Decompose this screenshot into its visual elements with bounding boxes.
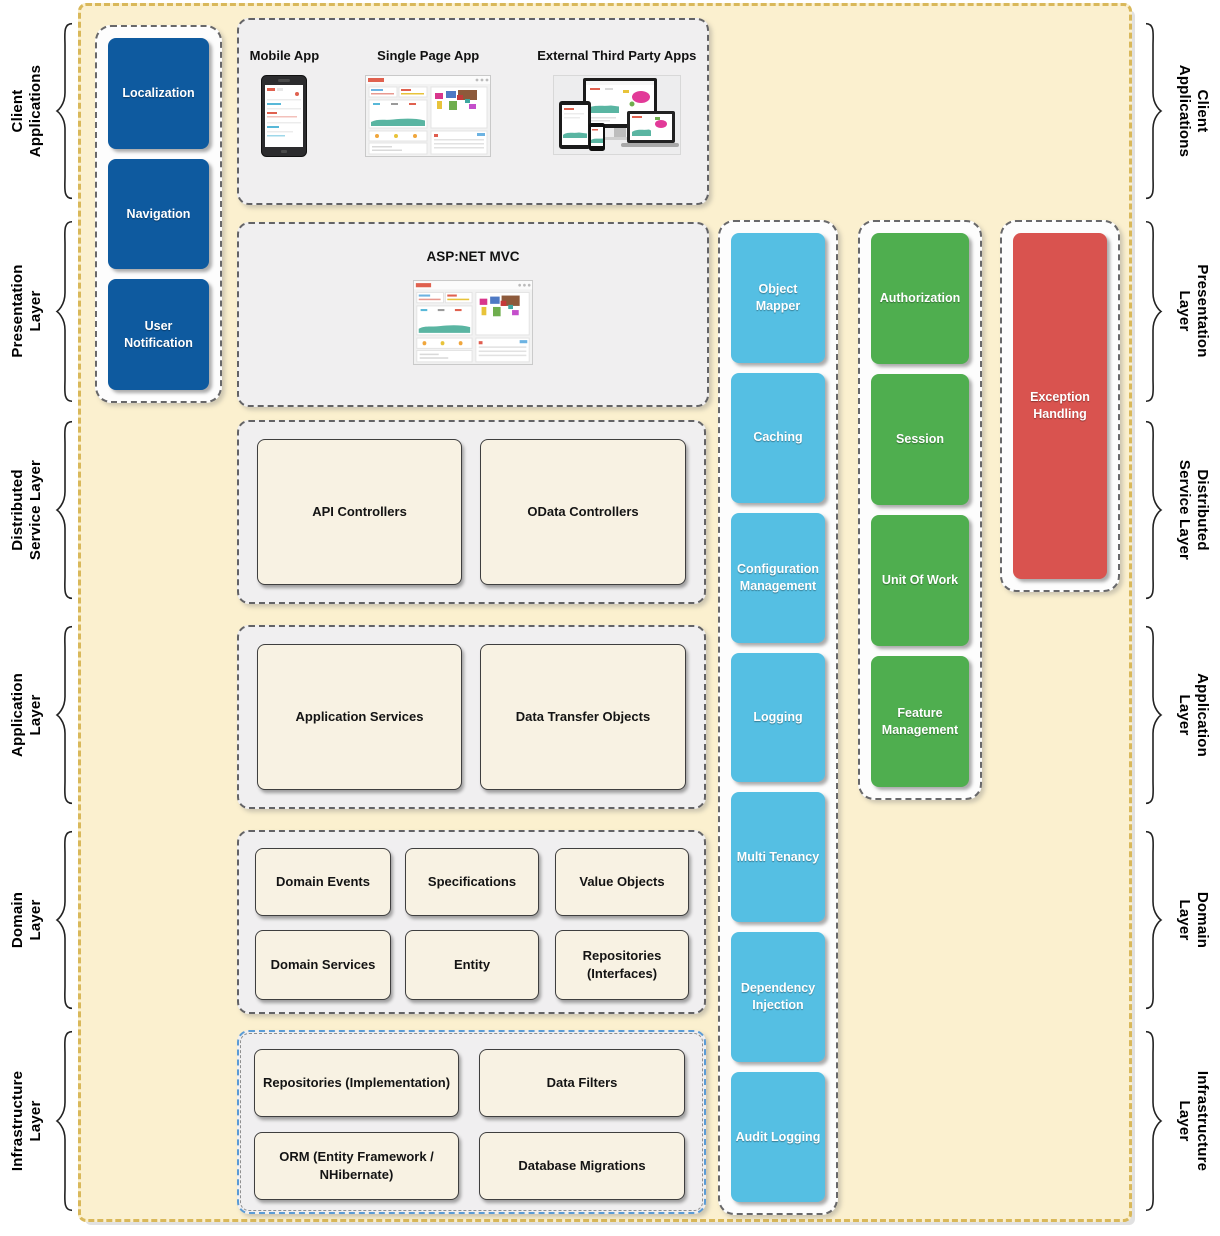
- right-brace-distributed-service-layer: [1140, 418, 1168, 602]
- box-authorization-label: Authorization: [879, 291, 961, 306]
- left-label-presentation-layer: Presentation Layer: [9, 264, 44, 358]
- right-label-infrastructure-layer: Infrastructure Layer: [1176, 1070, 1211, 1172]
- box-multi-tenancy: Multi Tenancy: [731, 792, 825, 923]
- box-audit-logging: Audit Logging: [731, 1072, 825, 1203]
- box-feature-management-label: Feature Management: [881, 705, 959, 737]
- infrastructure-panel: Repositories (Implementation) Data Filte…: [237, 1030, 706, 1214]
- presentation-sidebar-column: Localization Navigation User Notificatio…: [95, 25, 222, 403]
- box-dependency-injection-label: Dependency Injection: [740, 981, 816, 1013]
- box-navigation-label: Navigation: [126, 206, 191, 221]
- figure-mobile-app: Mobile App: [249, 48, 320, 157]
- right-brace-domain-layer: [1140, 828, 1168, 1012]
- left-brace-client-applications: [50, 20, 78, 202]
- box-domain-services: Domain Services: [255, 930, 391, 1000]
- aspnet-mvc-image: [413, 280, 533, 365]
- figure-external-third-party-apps: External Third Party Apps: [537, 48, 696, 155]
- box-exception-handling-label: Exception Handling: [1030, 390, 1090, 421]
- box-application-services: Application Services: [257, 644, 462, 790]
- external-third-party-apps-image: [552, 75, 681, 155]
- right-label-distributed-service-layer: Distributed Service Layer: [1176, 459, 1211, 561]
- box-authorization: Authorization: [871, 233, 969, 364]
- box-entity: Entity: [405, 930, 539, 1000]
- box-api-controllers: API Controllers: [257, 439, 462, 585]
- right-brace-infrastructure-layer: [1140, 1028, 1168, 1214]
- box-specifications: Specifications: [405, 848, 539, 916]
- left-brace-distributed-service-layer: [50, 418, 78, 602]
- presentation-title: ASP:NET MVC: [426, 249, 520, 264]
- crosscutting-column-cyan: Object Mapper Caching Configuration Mana…: [718, 220, 838, 1215]
- domain-panel: Domain Events Specifications Value Objec…: [237, 830, 706, 1014]
- left-label-domain-layer: Domain Layer: [9, 891, 44, 949]
- crosscutting-column-red: Exception Handling: [1000, 220, 1120, 592]
- box-configuration-management-label: Configuration Management: [737, 561, 819, 593]
- right-brace-application-layer: [1140, 623, 1168, 807]
- single-page-app-image: [365, 75, 492, 157]
- box-caching: Caching: [731, 372, 825, 503]
- left-label-distributed-service-layer: Distributed Service Layer: [9, 459, 44, 561]
- box-repositories-interfaces: Repositories (Interfaces): [555, 930, 689, 1000]
- application-panel: Application Services Data Transfer Objec…: [237, 625, 706, 809]
- right-label-domain-layer: Domain Layer: [1176, 891, 1211, 949]
- box-navigation: Navigation: [108, 158, 209, 270]
- left-brace-infrastructure-layer: [50, 1028, 78, 1214]
- box-data-transfer-objects: Data Transfer Objects: [480, 644, 686, 790]
- box-dependency-injection: Dependency Injection: [731, 932, 825, 1063]
- box-value-objects: Value Objects: [555, 848, 689, 916]
- presentation-panel: ASP:NET MVC: [237, 222, 709, 407]
- right-brace-client-applications: [1140, 20, 1168, 202]
- box-configuration-management: Configuration Management: [731, 512, 825, 643]
- right-label-application-layer: Application Layer: [1176, 673, 1211, 757]
- box-exception-handling: Exception Handling: [1013, 233, 1107, 579]
- right-label-client-applications: Client Applications: [1176, 64, 1211, 158]
- box-unit-of-work-label: Unit Of Work: [881, 573, 959, 588]
- box-object-mapper-label: Object Mapper: [755, 282, 801, 313]
- box-localization-label: Localization: [122, 85, 195, 100]
- box-user-notification: User Notification: [108, 279, 209, 391]
- box-odata-controllers: OData Controllers: [480, 439, 686, 585]
- box-orm: ORM (Entity Framework / NHibernate): [254, 1132, 459, 1200]
- box-caching-label: Caching: [753, 430, 803, 445]
- box-data-filters: Data Filters: [479, 1049, 685, 1117]
- box-multi-tenancy-label: Multi Tenancy: [736, 849, 820, 864]
- mobile-app-label: Mobile App: [249, 48, 320, 63]
- figure-single-page-app: Single Page App: [365, 48, 492, 157]
- left-label-infrastructure-layer: Infrastructure Layer: [9, 1070, 44, 1172]
- left-label-client-applications: Client Applications: [9, 64, 44, 158]
- box-feature-management: Feature Management: [871, 656, 969, 787]
- left-brace-application-layer: [50, 623, 78, 807]
- left-brace-presentation-layer: [50, 218, 78, 405]
- client-applications-panel: Mobile App: [237, 18, 709, 205]
- box-logging-label: Logging: [753, 710, 803, 725]
- box-database-migrations: Database Migrations: [479, 1132, 685, 1200]
- left-brace-domain-layer: [50, 828, 78, 1012]
- box-repositories-implementation: Repositories (Implementation): [254, 1049, 459, 1117]
- client-app-figures: Mobile App: [239, 48, 707, 157]
- box-localization: Localization: [108, 38, 209, 149]
- box-session: Session: [871, 374, 969, 505]
- box-domain-events: Domain Events: [255, 848, 391, 916]
- crosscutting-column-green: Authorization Session Unit Of Work Featu…: [858, 220, 982, 800]
- right-label-presentation-layer: Presentation Layer: [1176, 264, 1211, 358]
- box-unit-of-work: Unit Of Work: [871, 515, 969, 646]
- distributed-service-panel: API Controllers OData Controllers: [237, 420, 706, 604]
- external-third-party-apps-label: External Third Party Apps: [537, 48, 697, 63]
- box-user-notification-label: User Notification: [124, 318, 193, 350]
- box-audit-logging-label: Audit Logging: [735, 1129, 821, 1144]
- box-object-mapper: Object Mapper: [731, 233, 825, 363]
- box-session-label: Session: [896, 432, 944, 447]
- left-label-application-layer: Application Layer: [9, 673, 44, 757]
- box-logging: Logging: [731, 652, 825, 783]
- single-page-app-label: Single Page App: [377, 48, 480, 63]
- mobile-app-image: [261, 75, 308, 157]
- right-brace-presentation-layer: [1140, 218, 1168, 405]
